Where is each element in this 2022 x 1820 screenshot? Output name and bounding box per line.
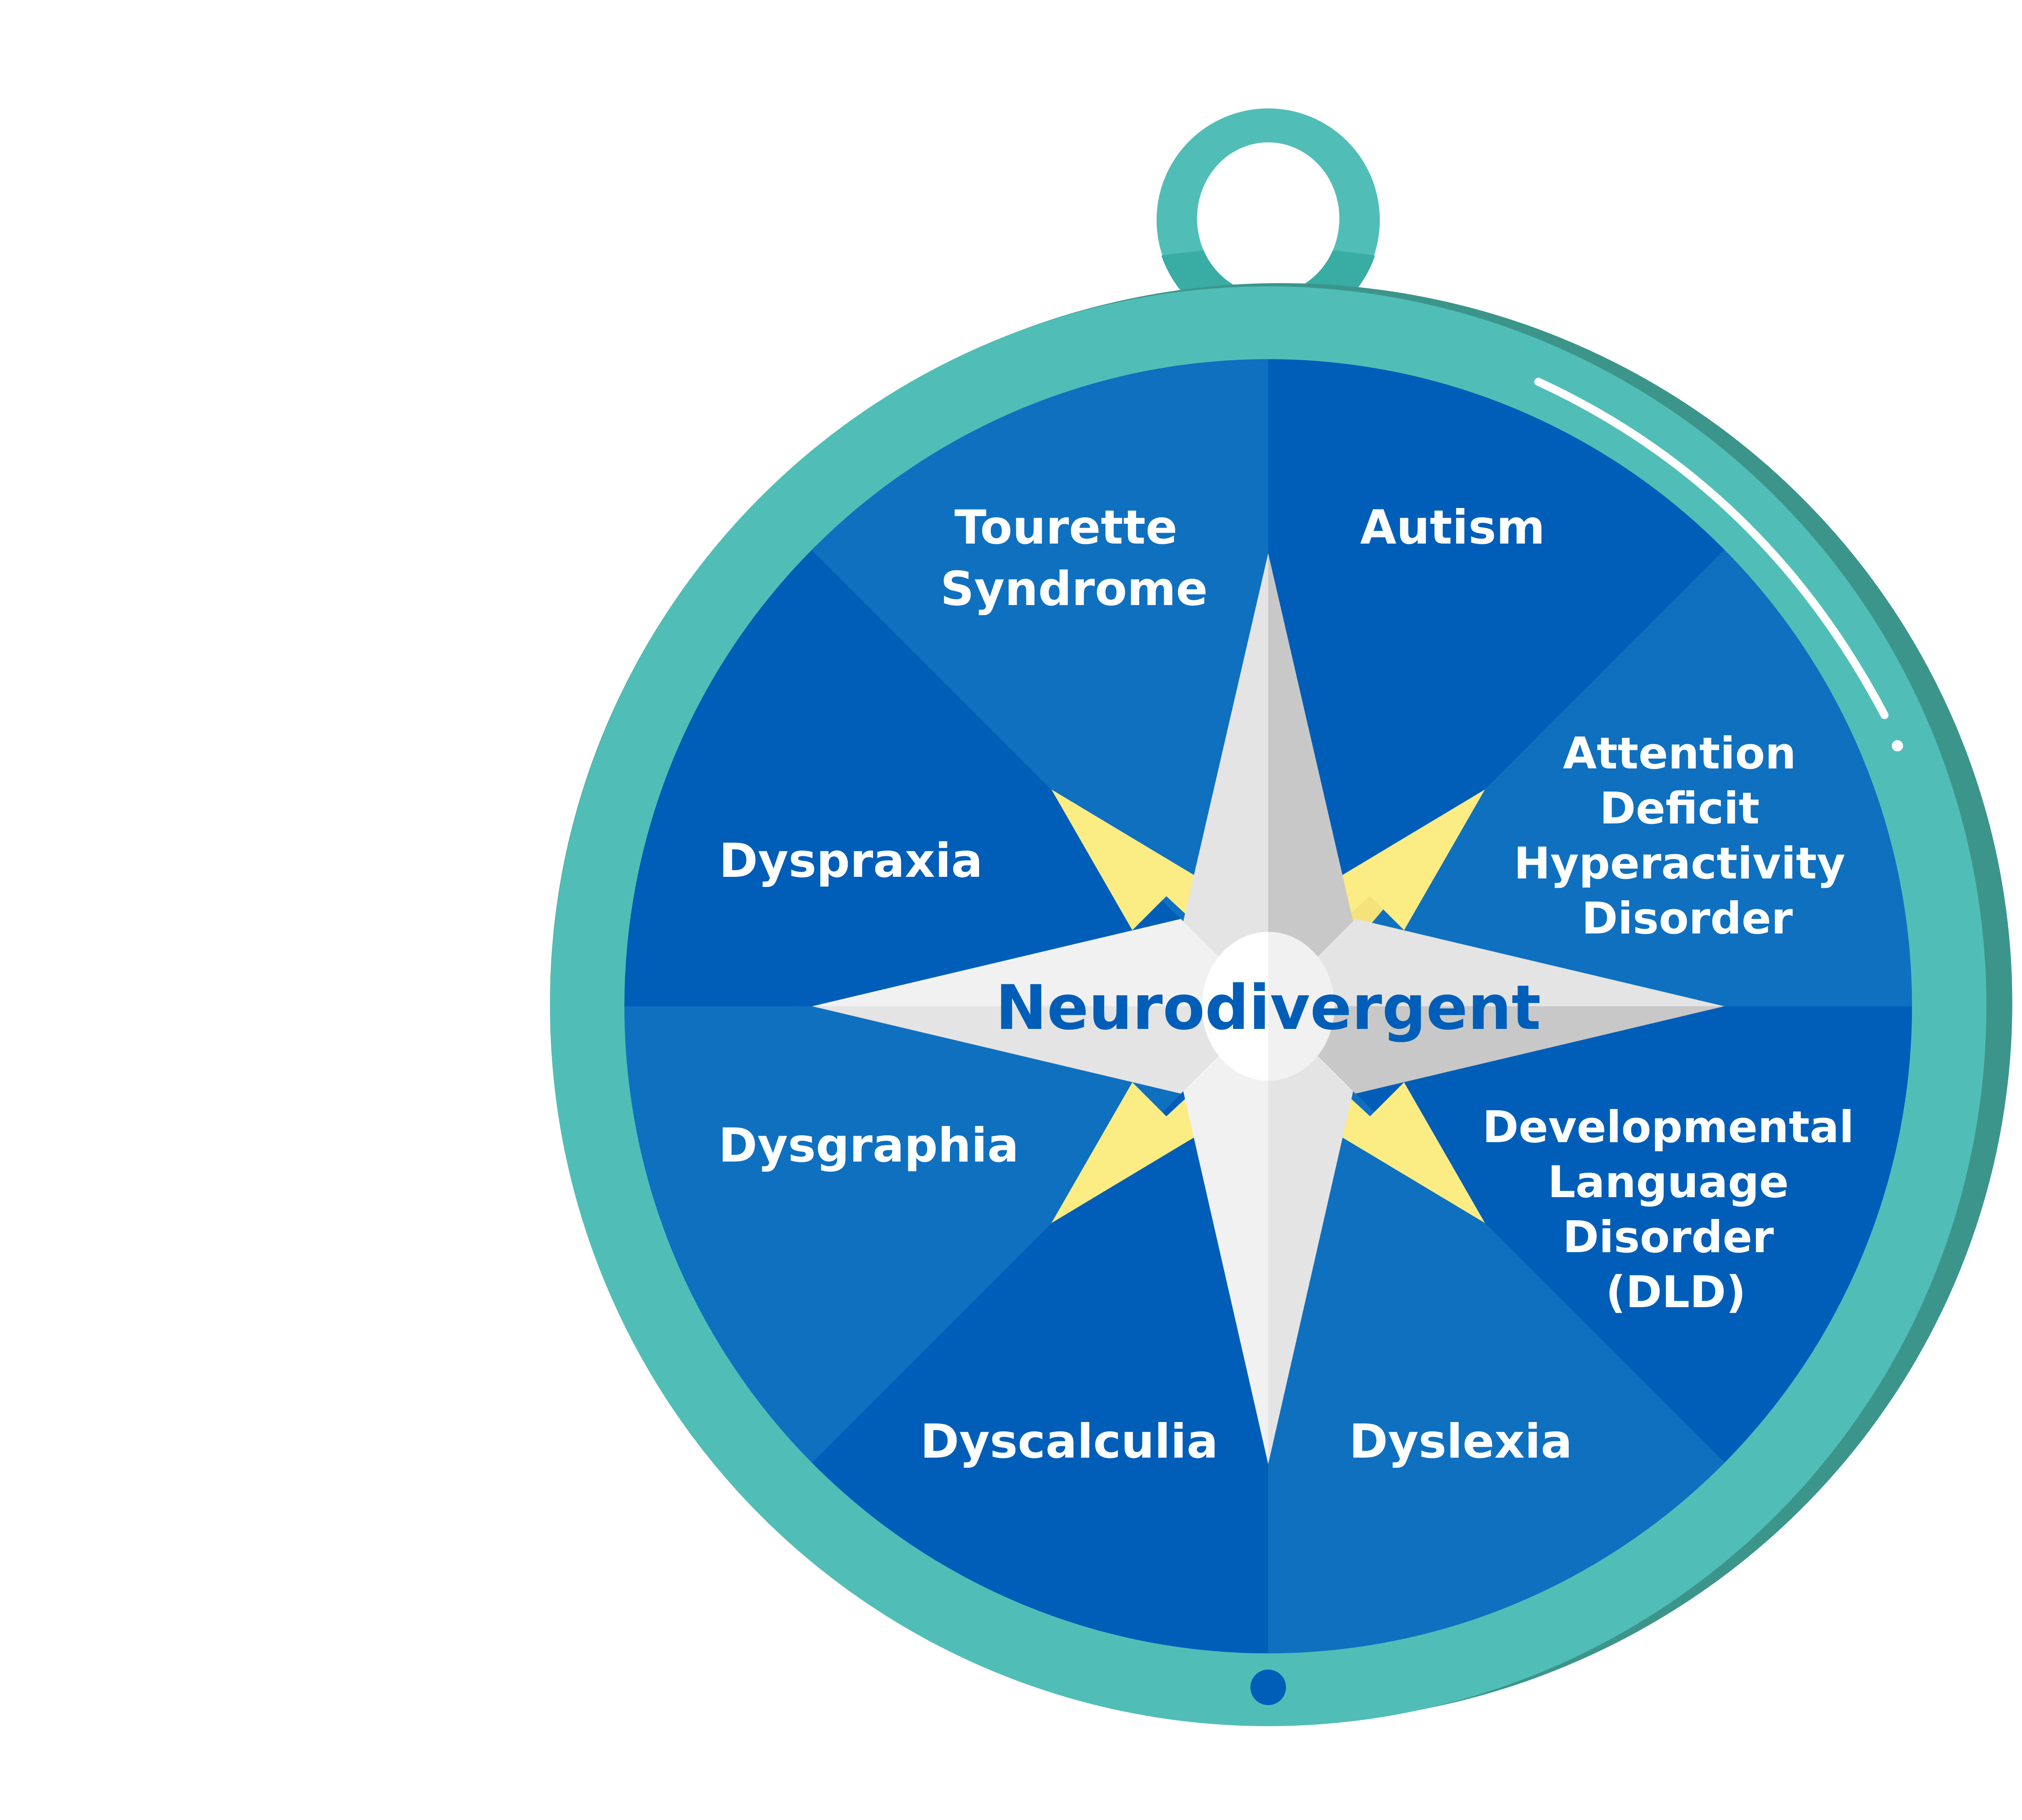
label-dysgraphia: Dysgraphia (718, 1118, 1019, 1173)
rim-glare-highlight (1534, 378, 1889, 719)
label-dyspraxia: Dyspraxia (719, 834, 983, 888)
label-tourette: Tourette Syndrome (940, 500, 1208, 616)
label-dld: Developmental Language Disorder (DLD) (1483, 1102, 1870, 1318)
star-east-bottom (1268, 1006, 1724, 1094)
star-yellow-ray-ne (1356, 789, 1485, 930)
ring-handle-hole (1197, 142, 1339, 294)
star-west-bottom (812, 1006, 1268, 1094)
label-autism: Autism (1360, 500, 1545, 555)
star-south-right (1268, 1006, 1356, 1464)
star-yellow-ray-nw (1051, 789, 1181, 930)
label-dyslexia: Dyslexia (1349, 1414, 1572, 1469)
center-title: Neurodivergent (996, 972, 1541, 1043)
star-north-left (1181, 553, 1268, 1006)
star-yellow-ray-se (1356, 1082, 1485, 1223)
star-center-hub-shade (1268, 932, 1335, 1081)
star-north-right (1268, 553, 1356, 1006)
compass-star-icon (812, 553, 1724, 1464)
label-dyscalculia: Dyscalculia (920, 1414, 1218, 1469)
rim-bottom-dot (1250, 1670, 1286, 1705)
rim-glare-dot (1892, 740, 1903, 751)
label-adhd: Attention Deficit Hyperactivity Disorder (1514, 728, 1860, 944)
star-south-left (1181, 1006, 1268, 1464)
star-yellow-ray-sw (1051, 1082, 1181, 1223)
star-east-top (1268, 919, 1724, 1006)
star-west-top (812, 919, 1268, 1006)
